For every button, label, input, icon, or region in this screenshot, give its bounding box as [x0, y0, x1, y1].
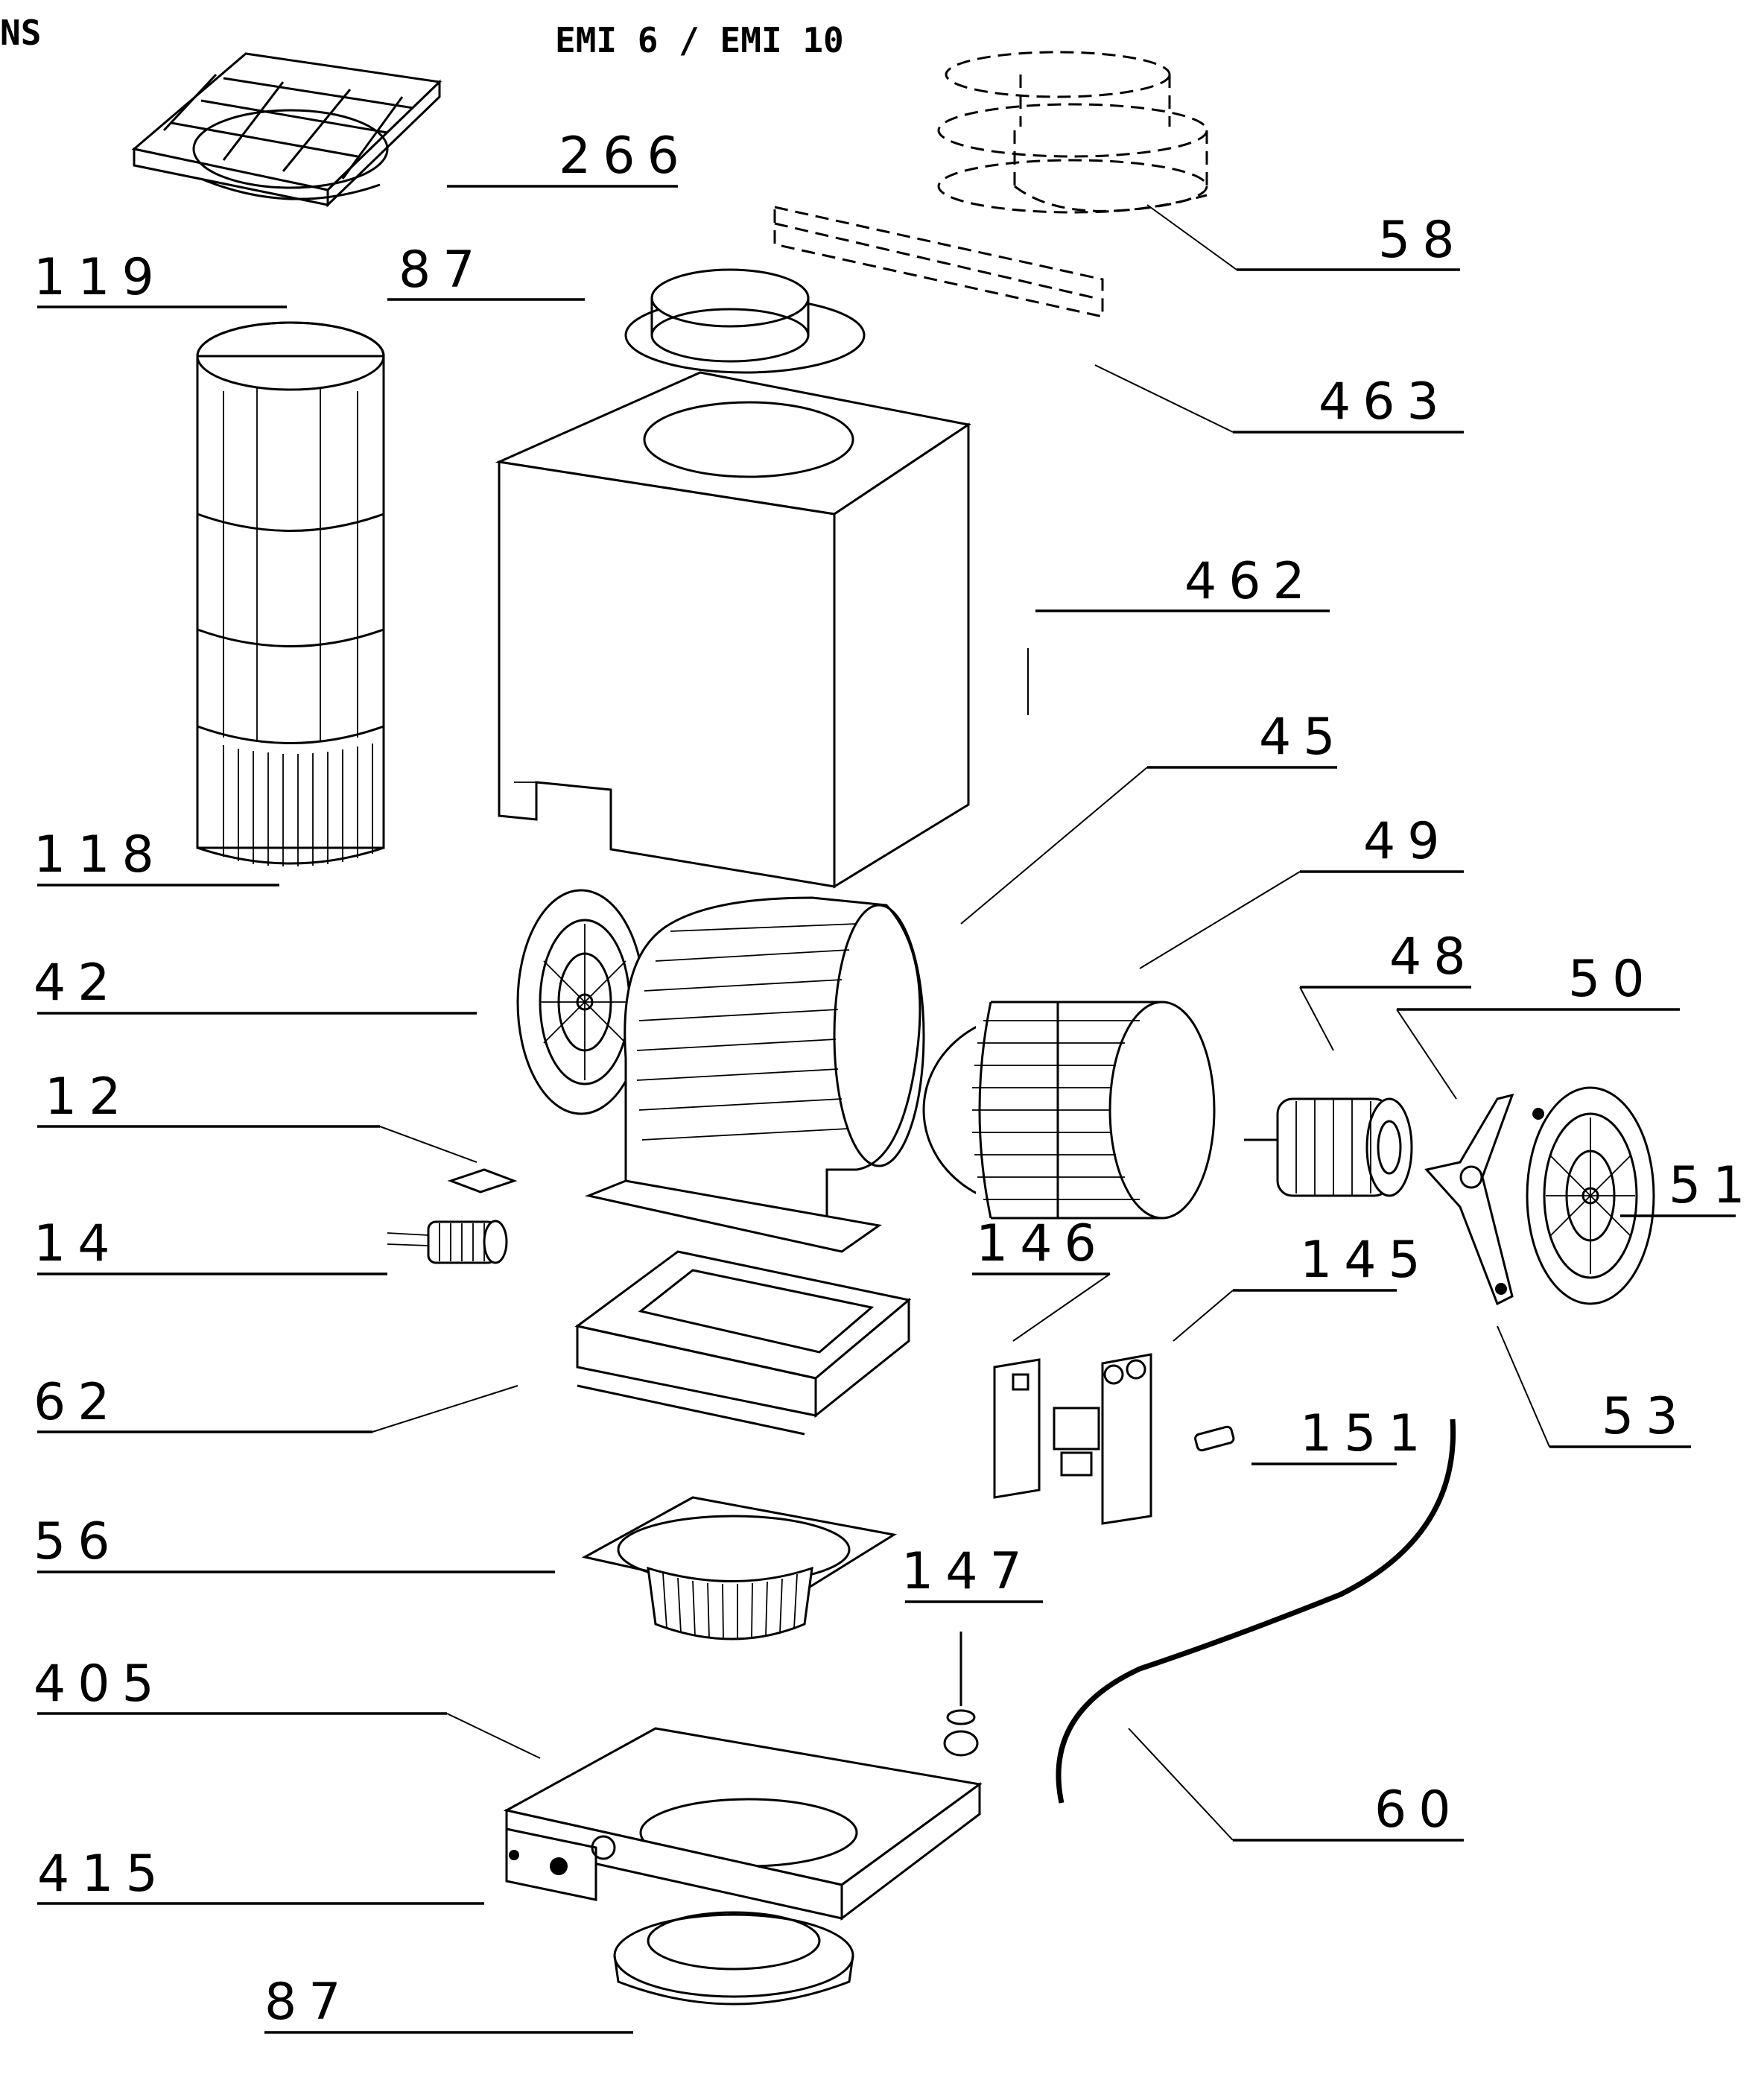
part-119-118-filter-cylinder: [196, 321, 385, 866]
callout-50: 50: [1568, 950, 1657, 1009]
part-266-top-grille: [131, 52, 442, 208]
leader-lines: [37, 185, 1736, 2034]
callout-62: 62: [34, 1373, 122, 1432]
part-405-415-base-plate: [503, 1727, 983, 1921]
callout-14: 14: [34, 1214, 122, 1273]
part-56-spigot: [581, 1496, 898, 1640]
callout-42: 42: [34, 954, 122, 1012]
part-58-dashed-collar: [937, 51, 1208, 214]
corner-mark: NS: [0, 13, 41, 53]
callout-53: 53: [1602, 1387, 1690, 1446]
callout-266: 266: [559, 127, 691, 186]
part-463-dashed-bracket: [773, 206, 1104, 318]
part-42-side-plate: [516, 889, 646, 1115]
diagram-title: EMI 6 / EMI 10: [555, 20, 844, 60]
callout-58: 58: [1378, 211, 1467, 270]
part-151-fuse: [1194, 1425, 1235, 1452]
part-49-impeller: [922, 998, 1216, 1222]
callout-56: 56: [34, 1512, 122, 1571]
callout-118: 118: [34, 825, 166, 884]
part-51-side-plate: [1526, 1086, 1655, 1305]
callout-151: 151: [1300, 1404, 1433, 1463]
part-53-grommets: [1495, 1108, 1544, 1295]
part-12-clip: [447, 1168, 518, 1193]
callout-147: 147: [901, 1542, 1034, 1601]
callout-49: 49: [1363, 812, 1452, 871]
callout-463: 463: [1319, 372, 1451, 431]
callout-405: 405: [34, 1655, 166, 1714]
part-50-bracket: [1424, 1093, 1514, 1306]
part-146-145-switch-assembly: [993, 1353, 1152, 1525]
callout-51: 51: [1669, 1156, 1757, 1215]
part-462-housing-box: [495, 371, 971, 889]
callout-45: 45: [1259, 708, 1348, 767]
callout-87-bottom: 87: [264, 1973, 353, 2032]
part-87-bottom-flange: [613, 1911, 854, 2006]
callout-60: 60: [1374, 1781, 1463, 1839]
callout-146: 146: [976, 1214, 1108, 1273]
part-45-scroll-housing: [584, 896, 925, 1253]
callout-12: 12: [45, 1068, 133, 1126]
callout-415: 415: [37, 1845, 170, 1903]
part-14-capacitor: [387, 1220, 508, 1264]
callout-119: 119: [34, 248, 166, 307]
part-48-motor: [1244, 1097, 1413, 1197]
part-60-power-cable: [1056, 1418, 1456, 1804]
callout-48: 48: [1389, 928, 1478, 986]
callout-462: 462: [1184, 552, 1317, 611]
part-62-tray: [574, 1250, 912, 1436]
callout-145: 145: [1300, 1231, 1433, 1290]
part-147-screw-nuts: [943, 1632, 979, 1757]
callout-labels: 266 58 119 87 463 462 45 118 49 48 42 50…: [34, 127, 1757, 2032]
part-87-top-flange: [624, 268, 866, 374]
callout-87-top: 87: [399, 241, 487, 299]
